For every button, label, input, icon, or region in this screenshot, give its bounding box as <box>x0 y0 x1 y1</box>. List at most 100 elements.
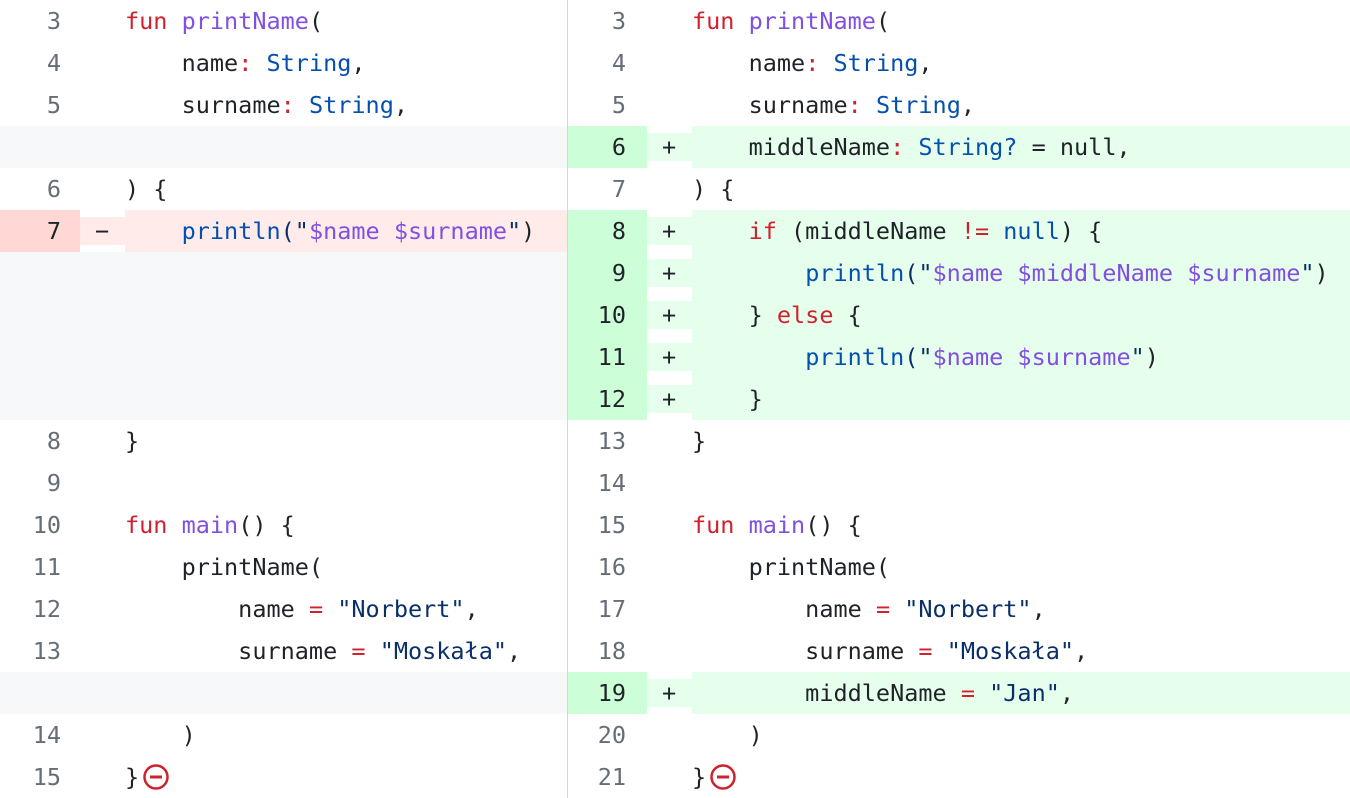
line-number[interactable]: 7 <box>611 175 626 203</box>
code-token: , <box>1059 679 1075 707</box>
line-number[interactable]: 18 <box>597 637 626 665</box>
line-number[interactable]: 21 <box>597 763 626 791</box>
line-number[interactable] <box>0 336 80 378</box>
code-line: if (middleName != null) { <box>692 210 1350 252</box>
code-line: ) { <box>692 168 1350 210</box>
line-number[interactable]: 19 <box>568 672 647 714</box>
line-number[interactable]: 15 <box>597 511 626 539</box>
line-number[interactable]: 9 <box>568 252 647 294</box>
line-number[interactable]: 10 <box>32 511 61 539</box>
code-token: ( <box>308 7 324 35</box>
code-line: } else { <box>692 294 1350 336</box>
code-line: } <box>125 420 567 462</box>
code-token <box>989 217 1003 245</box>
code-token: "Jan" <box>989 679 1060 707</box>
line-number[interactable]: 11 <box>32 553 61 581</box>
code-token: : <box>890 133 905 161</box>
code-token: println <box>805 259 905 287</box>
line-number[interactable]: 13 <box>597 427 626 455</box>
code-token: ( <box>875 7 891 35</box>
code-line: fun printName( <box>692 0 1350 42</box>
line-number[interactable]: 3 <box>611 7 626 35</box>
diff-marker: + <box>647 343 692 371</box>
diff-line-ctx: 9 <box>0 462 567 504</box>
code-line: fun main() { <box>125 504 567 546</box>
line-number[interactable]: 3 <box>46 7 61 35</box>
code-line <box>125 462 567 504</box>
code-token: surname <box>692 637 919 665</box>
code-line <box>125 294 567 336</box>
code-token: main <box>748 511 806 539</box>
code-token: String <box>833 49 919 77</box>
line-number[interactable] <box>0 672 80 714</box>
code-token: } <box>125 763 140 791</box>
code-token: name <box>125 49 239 77</box>
diff-line-add: 12+ } <box>568 378 1350 420</box>
line-number[interactable]: 16 <box>597 553 626 581</box>
code-token: $name $surname <box>308 217 508 245</box>
line-number[interactable]: 17 <box>597 595 626 623</box>
line-number[interactable]: 6 <box>46 175 61 203</box>
line-number[interactable]: 4 <box>611 49 626 77</box>
line-number[interactable] <box>0 126 80 168</box>
line-number[interactable]: 5 <box>46 91 61 119</box>
code-line: name = "Norbert", <box>692 588 1350 630</box>
code-token: fun <box>125 7 182 35</box>
line-number[interactable]: 6 <box>568 126 647 168</box>
diff-line-ctx: 4 name: String, <box>0 42 567 84</box>
code-line: println("$name $surname") <box>692 336 1350 378</box>
code-token: $name $surname <box>932 343 1131 371</box>
line-number[interactable]: 15 <box>32 763 61 791</box>
code-token: surname <box>692 91 848 119</box>
line-number[interactable]: 12 <box>32 595 61 623</box>
line-number[interactable]: 12 <box>568 378 647 420</box>
code-token: : <box>280 91 295 119</box>
line-number[interactable]: 10 <box>568 294 647 336</box>
code-token: : <box>847 91 862 119</box>
code-token <box>295 91 309 119</box>
diff-line-empty <box>0 126 567 168</box>
diff-line-ctx: 5 surname: String, <box>0 84 567 126</box>
code-line: ) { <box>125 168 567 210</box>
line-number[interactable]: 8 <box>568 210 647 252</box>
line-number[interactable]: 14 <box>32 721 61 749</box>
code-line <box>125 336 567 378</box>
line-number[interactable]: 11 <box>568 336 647 378</box>
code-token: (middleName <box>776 217 961 245</box>
code-token: ) <box>1314 259 1329 287</box>
code-token: "Norbert" <box>904 595 1032 623</box>
code-token: , <box>918 49 933 77</box>
code-line: ) <box>692 714 1350 756</box>
diff-line-add: 9+ println("$name $middleName $surname") <box>568 252 1350 294</box>
diff-line-ctx: 8} <box>0 420 567 462</box>
line-number[interactable]: 14 <box>597 469 626 497</box>
code-token: } <box>692 301 777 329</box>
line-number[interactable]: 13 <box>32 637 61 665</box>
code-line: } <box>125 756 567 798</box>
code-token: String <box>308 91 394 119</box>
code-line: name = "Norbert", <box>125 588 567 630</box>
line-number[interactable]: 7 <box>0 210 80 252</box>
line-number[interactable]: 20 <box>597 721 626 749</box>
code-token <box>692 217 749 245</box>
code-token: "Norbert" <box>337 595 465 623</box>
code-token: println <box>181 217 281 245</box>
diff-line-ctx: 20 ) <box>568 714 1350 756</box>
code-token: , <box>393 91 408 119</box>
line-number[interactable]: 8 <box>46 427 61 455</box>
line-number[interactable] <box>0 294 80 336</box>
diff-marker: + <box>647 301 692 329</box>
code-token: != <box>960 217 990 245</box>
line-number[interactable]: 5 <box>611 91 626 119</box>
line-number[interactable] <box>0 378 80 420</box>
line-number[interactable] <box>0 252 80 294</box>
diff-line-ctx: 4 name: String, <box>568 42 1350 84</box>
line-number[interactable]: 4 <box>46 49 61 77</box>
code-token <box>862 91 876 119</box>
line-number[interactable]: 9 <box>46 469 61 497</box>
code-token: , <box>464 595 479 623</box>
diff-line-empty <box>0 252 567 294</box>
code-token: = <box>308 595 324 623</box>
